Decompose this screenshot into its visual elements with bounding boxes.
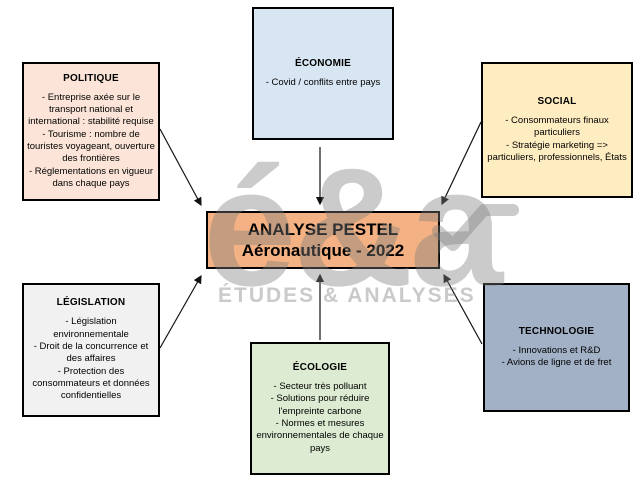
box-politique-bullet: - Tourisme : nombre de touristes voyagea…	[27, 128, 155, 165]
box-social-title: SOCIAL	[537, 95, 577, 107]
box-legislation-title: LÉGISLATION	[56, 297, 126, 309]
box-ecologie-title: ÉCOLOGIE	[292, 361, 348, 373]
box-technologie: TECHNOLOGIE - Innovations et R&D - Avion…	[483, 283, 630, 412]
box-legislation-bullet: - Droit de la concurrence et des affaire…	[33, 340, 149, 365]
arrow-politique-to-center	[159, 128, 202, 207]
box-social: SOCIAL - Consommateurs finaux particulie…	[481, 62, 633, 198]
arrow-technologie-to-center	[443, 273, 483, 345]
box-ecologie-bullet: - Normes et mesures environnementales de…	[256, 418, 384, 454]
box-legislation: LÉGISLATION - Législation environnementa…	[22, 283, 160, 417]
box-politique-bullet: - Entreprise axée sur le transport natio…	[28, 91, 154, 128]
box-politique-title: POLITIQUE	[63, 72, 119, 84]
box-ecologie: ÉCOLOGIE - Secteur très polluant - Solut…	[250, 342, 390, 475]
box-legislation-bullet: - Législation environnementale	[53, 316, 129, 340]
box-technologie-title: TECHNOLOGIE	[518, 325, 595, 337]
arrow-social-to-center	[441, 121, 482, 206]
arrow-legislation-to-center	[159, 274, 202, 349]
watermark-caption: ÉTUDES & ANALYSES	[218, 284, 476, 307]
box-center-analyse-pestel: ANALYSE PESTEL Aéronautique - 2022	[206, 211, 440, 269]
center-title-line2: Aéronautique - 2022	[241, 241, 405, 260]
box-economie-title: ÉCONOMIE	[294, 57, 352, 69]
box-ecologie-bullet: - Solutions pour réduire l'empreinte car…	[270, 393, 370, 417]
box-technologie-bullet: - Avions de ligne et de fret	[501, 357, 612, 368]
box-social-bullet: - Stratégie marketing => particuliers, p…	[487, 139, 627, 163]
box-ecologie-bullet: - Secteur très polluant	[273, 380, 367, 392]
box-economie-bullet: - Covid / conflits entre pays	[265, 76, 381, 88]
box-politique-bullet: - Réglementations en vigueur dans chaque…	[28, 165, 154, 190]
box-economie: ÉCONOMIE - Covid / conflits entre pays	[252, 7, 394, 140]
center-title-line1: ANALYSE PESTEL	[247, 219, 399, 239]
box-legislation-bullet: - Protection des consommateurs et donnée…	[32, 365, 150, 402]
box-technologie-bullet: - Innovations et R&D	[512, 344, 601, 356]
box-social-bullet: - Consommateurs finaux particuliers	[505, 114, 609, 139]
box-politique: POLITIQUE - Entreprise axée sur le trans…	[22, 62, 160, 201]
